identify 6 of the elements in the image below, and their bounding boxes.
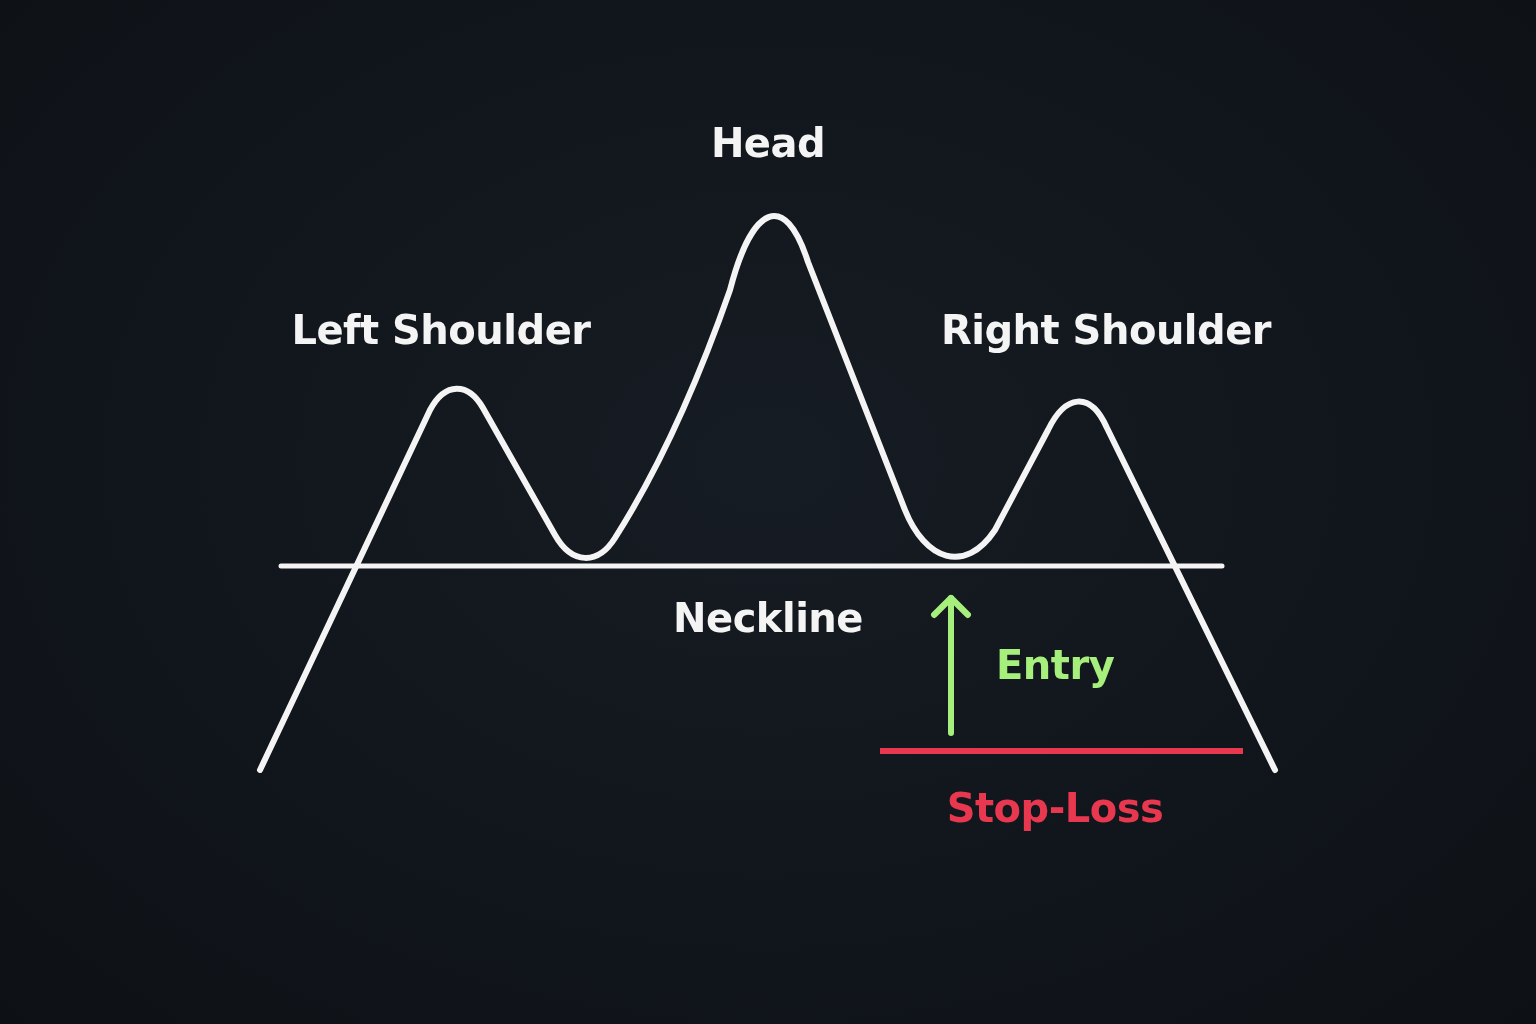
peak-label: Right Shoulder	[940, 307, 1272, 353]
peak-label: Left Shoulder	[291, 307, 591, 353]
neckline-label: Neckline	[673, 595, 863, 641]
entry-label: Entry	[996, 642, 1115, 688]
peak-label: Head	[710, 120, 826, 166]
stop-loss-label: Stop-Loss	[946, 785, 1164, 831]
